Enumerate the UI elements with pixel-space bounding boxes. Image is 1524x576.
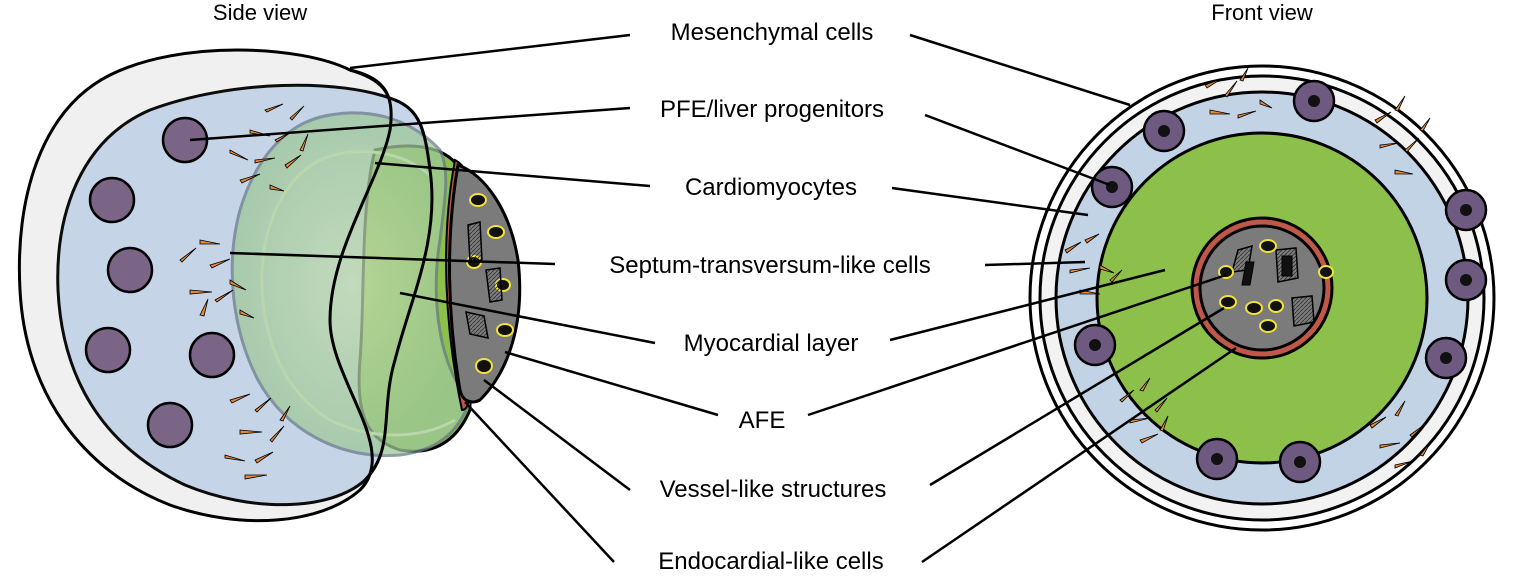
front-view-title: Front view bbox=[1211, 0, 1313, 25]
label-mesenchymal-cells: Mesenchymal cells bbox=[671, 19, 874, 46]
front-view: Front view bbox=[1028, 0, 1496, 532]
side-mesenchyme-rim bbox=[363, 98, 434, 482]
side-view-title: Side view bbox=[213, 0, 307, 25]
label-pfe-liver-progenitors: PFE/liver progenitors bbox=[660, 96, 884, 123]
label-afe: AFE bbox=[739, 407, 786, 434]
front-vessels bbox=[1218, 239, 1334, 333]
side-view: Side view bbox=[17, 0, 522, 523]
side-dome-highlight bbox=[260, 150, 456, 437]
side-vessels bbox=[465, 193, 514, 374]
label-myocardial-layer: Myocardial layer bbox=[684, 330, 859, 357]
labels: Mesenchymal cells PFE/liver progenitors … bbox=[609, 19, 930, 575]
side-septum-cells bbox=[179, 103, 309, 480]
side-afe bbox=[448, 162, 522, 404]
label-vessel-like-structures: Vessel-like structures bbox=[660, 476, 887, 503]
side-shell-rim bbox=[328, 68, 393, 492]
side-cardiomyocyte-dome bbox=[230, 111, 472, 458]
leader-lines bbox=[189, 33, 1237, 564]
label-septum-transversum-like-cells: Septum-transversum-like cells bbox=[609, 252, 930, 279]
side-progenitor-cells bbox=[84, 116, 236, 449]
front-progenitor-cells bbox=[1073, 79, 1488, 484]
label-cardiomyocytes: Cardiomyocytes bbox=[685, 174, 857, 201]
label-endocardial-like-cells: Endocardial-like cells bbox=[658, 548, 883, 571]
